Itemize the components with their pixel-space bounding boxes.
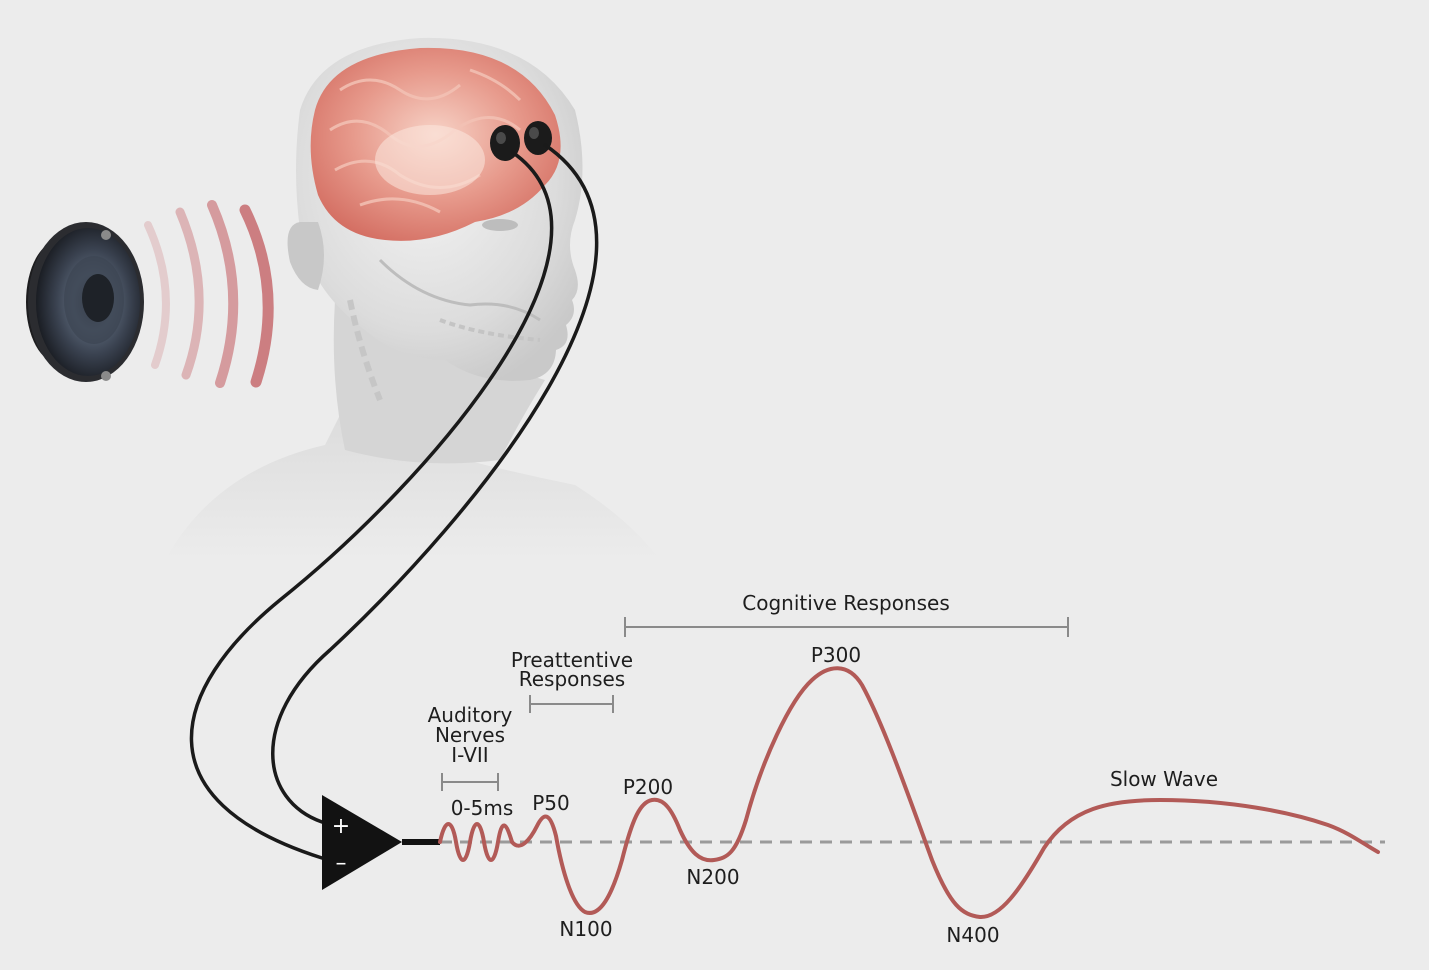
erp-main-wave bbox=[510, 666, 1380, 920]
label-n100: N100 bbox=[559, 917, 612, 941]
speaker-icon bbox=[26, 222, 144, 382]
sound-waves bbox=[144, 200, 274, 388]
label-p200: P200 bbox=[623, 775, 673, 799]
label-p300: P300 bbox=[811, 643, 861, 667]
label-auditory-line2: Nerves bbox=[435, 723, 505, 747]
amp-minus-label: – bbox=[336, 851, 347, 876]
bracket-auditory-nerves bbox=[441, 773, 499, 791]
human-head-illustration bbox=[165, 37, 660, 560]
amp-plus-label: + bbox=[332, 814, 350, 839]
differential-amplifier-symbol: + – bbox=[322, 795, 440, 890]
bracket-cognitive bbox=[624, 617, 1069, 637]
label-auditory-line1: Auditory bbox=[428, 703, 513, 727]
brain-illustration bbox=[310, 47, 561, 241]
bracket-preattentive bbox=[529, 695, 614, 713]
label-n200: N200 bbox=[686, 865, 739, 889]
label-n400: N400 bbox=[946, 923, 999, 947]
label-preattentive-line1: Preattentive bbox=[511, 648, 633, 672]
label-auditory-line3: I-VII bbox=[451, 743, 488, 767]
label-p50: P50 bbox=[532, 791, 570, 815]
electrode-2 bbox=[524, 121, 552, 155]
label-slow-wave: Slow Wave bbox=[1110, 767, 1218, 791]
label-preattentive-line2: Responses bbox=[519, 667, 625, 691]
electrode-cables bbox=[189, 143, 599, 860]
erp-waveform bbox=[438, 666, 1380, 920]
label-latency: 0-5ms bbox=[451, 796, 514, 820]
brainstem-response-wiggle bbox=[438, 822, 514, 862]
label-cognitive-responses: Cognitive Responses bbox=[742, 591, 950, 615]
